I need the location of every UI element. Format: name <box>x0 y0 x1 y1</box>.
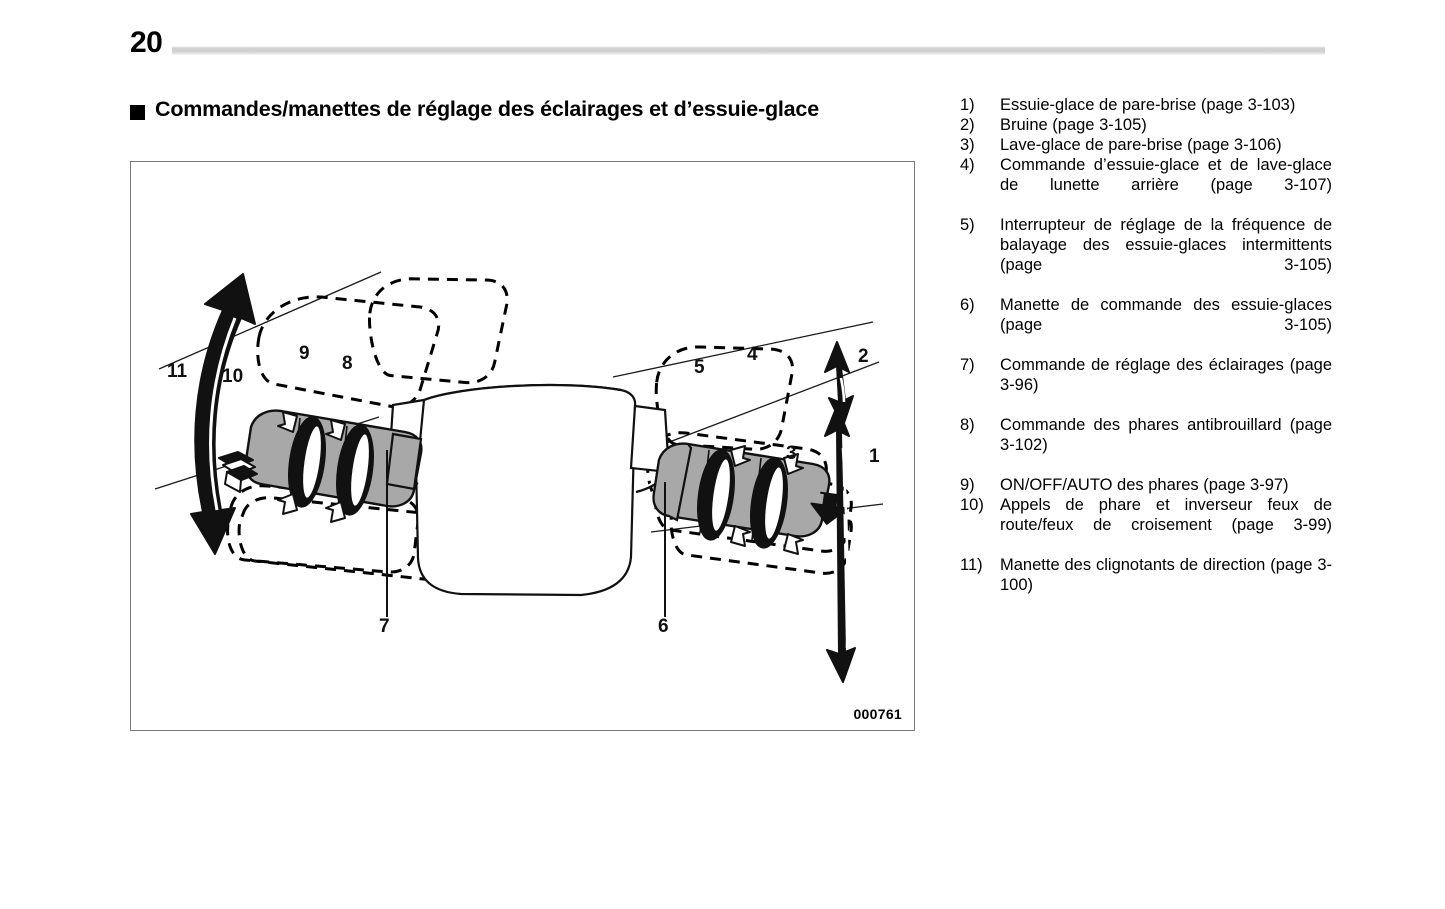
turn-signal-arrow <box>190 273 256 555</box>
legend-item-number: 6) <box>960 296 975 314</box>
stalk-ring-5 <box>697 445 751 547</box>
header-rule <box>172 46 1325 55</box>
legend-item: 10) Appels de phare et inverseur feux de … <box>960 495 1332 555</box>
square-bullet-icon <box>130 105 145 120</box>
figure-code: 000761 <box>853 706 902 722</box>
legend-item-text: Manette de commande des essuie-glaces (p… <box>1000 296 1332 334</box>
legend-item-number: 10) <box>960 496 984 514</box>
page-title: Commandes/manettes de réglage des éclair… <box>155 97 819 121</box>
section-heading: Commandes/manettes de réglage des éclair… <box>130 96 890 122</box>
legend-item-text: Commande d’essuie-glace et de lave-glace… <box>1000 156 1332 194</box>
legend-item-text: Commande des phares antibrouillard (page… <box>1000 416 1332 454</box>
figure-label-6: 6 <box>658 616 669 637</box>
legend-item: 9) ON/OFF/AUTO des phares (page 3-97) <box>960 475 1332 495</box>
stalk-ring-4 <box>750 453 804 555</box>
legend-item: 3) Lave-glace de pare-brise (page 3-106) <box>960 135 1332 155</box>
page-number: 20 <box>130 26 163 59</box>
legend-item-text: ON/OFF/AUTO des phares (page 3-97) <box>1000 476 1289 494</box>
legend-item-text: Interrupteur de réglage de la fréquence … <box>1000 216 1332 274</box>
legend-item-text: Essuie-glace de pare-brise (page 3-103) <box>1000 96 1296 114</box>
figure-label-4: 4 <box>747 344 758 365</box>
legend-item: 8) Commande des phares antibrouillard (pa… <box>960 415 1332 475</box>
figure-label-2: 2 <box>858 346 869 367</box>
figure-label-9: 9 <box>299 343 310 364</box>
legend-item-number: 4) <box>960 156 975 174</box>
legend-item: 4) Commande d’essuie-glace et de lave-gla… <box>960 155 1332 215</box>
figure-label-7: 7 <box>379 616 390 637</box>
steering-column-stalks-diagram: 11 10 9 8 7 6 5 4 3 2 1 <box>154 271 884 683</box>
legend-item-text: Lave-glace de pare-brise (page 3-106) <box>1000 136 1282 154</box>
legend-item-text: Commande de réglage des éclairages (page… <box>1000 356 1332 394</box>
legend-item: 1) Essuie-glace de pare-brise (page 3-103… <box>960 95 1332 115</box>
figure-label-8: 8 <box>342 353 353 374</box>
legend-item: 6) Manette de commande des essuie-glaces … <box>960 295 1332 355</box>
stalk-ring-9 <box>277 411 326 515</box>
legend-item-text: Manette des clignotants de direction (pa… <box>1000 556 1332 594</box>
legend-item-number: 9) <box>960 476 975 494</box>
figure-label-11: 11 <box>167 361 188 382</box>
legend-list: 1) Essuie-glace de pare-brise (page 3-103… <box>960 95 1332 615</box>
figure-label-10: 10 <box>222 366 243 387</box>
legend-item-number: 11) <box>960 556 983 574</box>
figure-label-3: 3 <box>786 443 797 464</box>
legend-item-number: 7) <box>960 356 975 374</box>
legend-item: 5) Interrupteur de réglage de la fréquenc… <box>960 215 1332 295</box>
figure-label-5: 5 <box>694 357 705 378</box>
figure-label-1: 1 <box>869 446 880 467</box>
legend-item-text: Bruine (page 3-105) <box>1000 116 1147 134</box>
stalk-ring-8 <box>325 419 374 523</box>
washer-push-arrow <box>810 491 849 525</box>
flash-to-pass-button-icon <box>218 451 258 493</box>
legend-item-number: 1) <box>960 96 975 114</box>
legend-item: 2) Bruine (page 3-105) <box>960 115 1332 135</box>
figure-callout-numbers: 11 10 9 8 7 6 5 4 3 2 1 <box>167 343 880 637</box>
legend-item-number: 5) <box>960 216 975 234</box>
legend-item: 7) Commande de réglage des éclairages (pa… <box>960 355 1332 415</box>
legend-item-text: Appels de phare et inverseur feux de rou… <box>1000 496 1332 534</box>
legend-item-number: 2) <box>960 116 975 134</box>
steering-column-shroud <box>387 383 671 597</box>
legend-item: 11) Manette des clignotants de direction … <box>960 555 1332 615</box>
page-header: 20 <box>0 0 1445 80</box>
left-column: Commandes/manettes de réglage des éclair… <box>130 96 920 122</box>
legend-item-number: 8) <box>960 416 975 434</box>
leader-lines <box>386 450 666 617</box>
right-stalk <box>652 442 849 555</box>
legend-item-number: 3) <box>960 136 975 154</box>
wiper-stalk-arrows <box>824 341 856 683</box>
left-stalk <box>244 409 423 523</box>
figure-illustration: 11 10 9 8 7 6 5 4 3 2 1 000761 <box>130 161 915 731</box>
